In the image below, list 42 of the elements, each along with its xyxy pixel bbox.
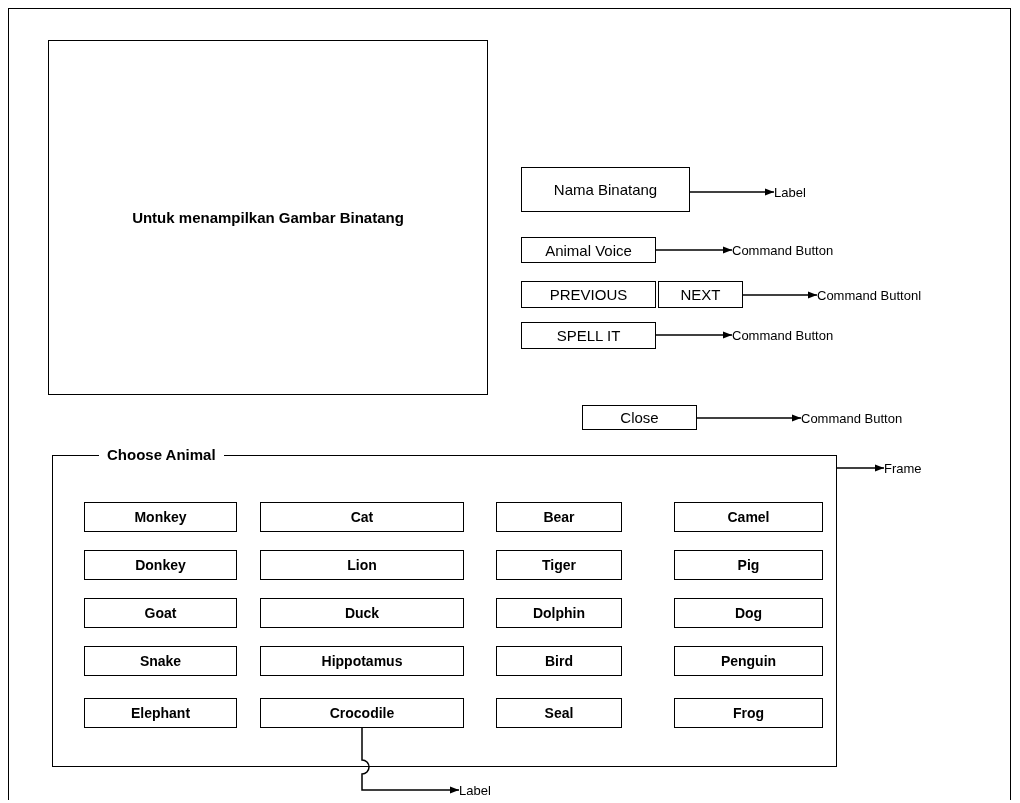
leader-line — [696, 414, 802, 422]
annotation-text: Command Button — [801, 408, 951, 428]
button: Tiger — [496, 550, 622, 580]
button: Dolphin — [496, 598, 622, 628]
button: Duck — [260, 598, 464, 628]
leader-line — [836, 464, 885, 472]
button: Donkey — [84, 550, 237, 580]
button: Elephant — [84, 698, 237, 728]
annotation-text: Command Buttonl — [817, 285, 987, 305]
button: Cat — [260, 502, 464, 532]
leader-line — [655, 246, 733, 254]
button: Monkey — [84, 502, 237, 532]
button: Seal — [496, 698, 622, 728]
button: Goat — [84, 598, 237, 628]
label-field: Nama Binatang — [521, 167, 690, 212]
button: Lion — [260, 550, 464, 580]
button: Crocodile — [260, 698, 464, 728]
button: Frog — [674, 698, 823, 728]
button: Hippotamus — [260, 646, 464, 676]
button: Snake — [84, 646, 237, 676]
leader-line — [655, 331, 733, 339]
flash-area: Untuk menampilkan Gambar Binatang — [48, 40, 488, 395]
button: Camel — [674, 502, 823, 532]
leader-line — [742, 291, 818, 299]
frame-title: Choose Animal — [99, 446, 224, 463]
leader-line — [689, 188, 775, 196]
button: NEXT — [658, 281, 743, 308]
button: Bear — [496, 502, 622, 532]
button: Pig — [674, 550, 823, 580]
annotation-text: Label — [459, 780, 519, 800]
button: Animal Voice — [521, 237, 656, 263]
button: Dog — [674, 598, 823, 628]
annotation-text: Frame — [884, 458, 954, 478]
annotation-text: Command Button — [732, 325, 882, 345]
annotation-text: Command Button — [732, 240, 882, 260]
button: PREVIOUS — [521, 281, 656, 308]
button: SPELL IT — [521, 322, 656, 349]
button: Penguin — [674, 646, 823, 676]
button: Bird — [496, 646, 622, 676]
button: Close — [582, 405, 697, 430]
annotation-text: Label — [774, 182, 834, 202]
leader-line — [361, 727, 460, 794]
